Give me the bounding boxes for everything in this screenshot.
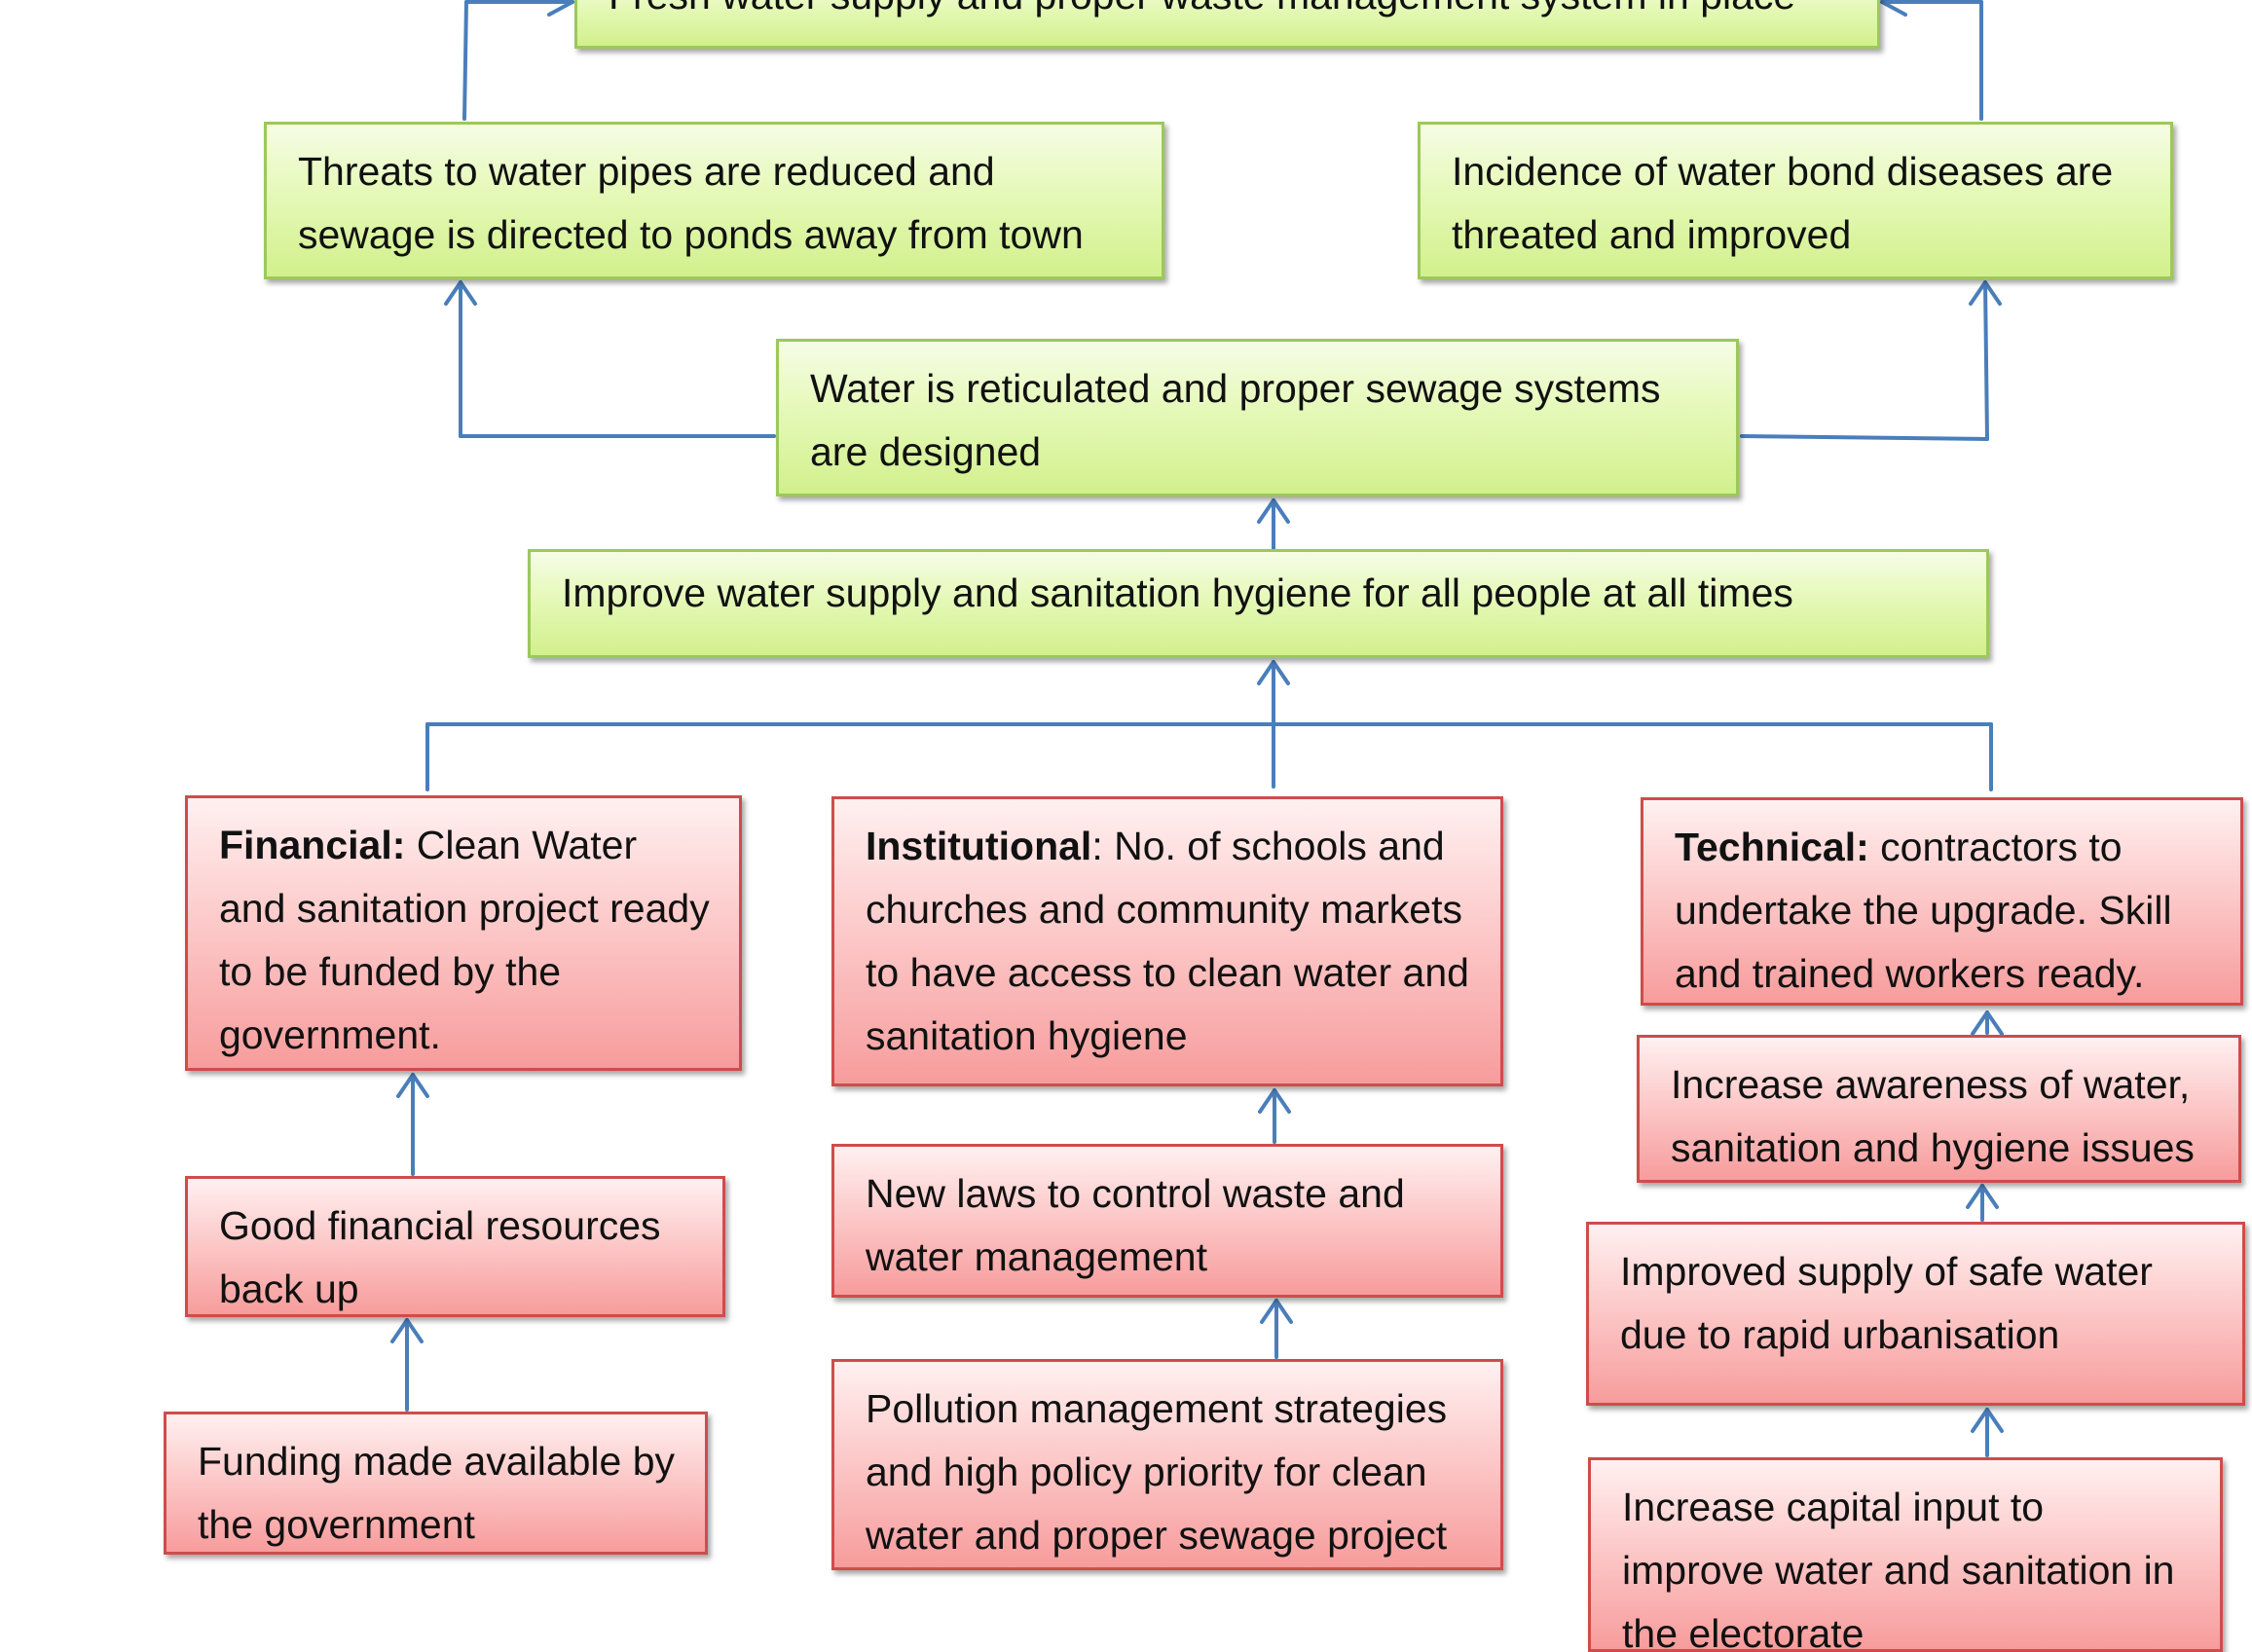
awareness-text: Increase awareness of water, sanitation … — [1671, 1062, 2195, 1170]
financial-box: Financial: Clean Water and sanitation pr… — [185, 795, 742, 1071]
capital-input-text: Increase capital input to improve water … — [1622, 1485, 2175, 1652]
arrowhead-institutional-2 — [1260, 1299, 1293, 1324]
connector-output-right-horizontal — [1740, 434, 1989, 441]
output-box: Water is reticulated and proper sewage s… — [776, 339, 1739, 496]
arrowhead-goal-right — [1880, 0, 1907, 17]
technical-label: Technical: — [1675, 825, 1869, 869]
connector-outcome-left-up — [462, 0, 468, 121]
financial-resources-text: Good financial resources back up — [219, 1203, 661, 1311]
output-text: Water is reticulated and proper sewage s… — [810, 366, 1661, 474]
new-laws-text: New laws to control waste and water mana… — [866, 1171, 1405, 1279]
safe-water-text: Improved supply of safe water due to rap… — [1620, 1249, 2153, 1357]
institutional-label: Institutional — [866, 824, 1092, 868]
funding-available-box: Funding made available by the government — [164, 1412, 708, 1555]
technical-box: Technical: contractors to undertake the … — [1641, 797, 2243, 1006]
goal-text: Fresh water supply and proper waste mana… — [609, 0, 1795, 18]
pollution-management-text: Pollution management strategies and high… — [866, 1386, 1448, 1558]
arrowhead-output — [1257, 498, 1290, 524]
arrowhead-outcome-left — [444, 280, 477, 306]
pollution-management-box: Pollution management strategies and high… — [831, 1359, 1503, 1570]
arrowhead-financial-2 — [390, 1318, 424, 1343]
new-laws-box: New laws to control waste and water mana… — [831, 1144, 1503, 1298]
outcome-right-box: Incidence of water bond diseases are thr… — [1418, 122, 2173, 279]
institutional-box: Institutional: No. of schools and church… — [831, 796, 1503, 1086]
safe-water-box: Improved supply of safe water due to rap… — [1586, 1222, 2245, 1406]
arrowhead-technical-2 — [1966, 1184, 1999, 1209]
goal-box: Fresh water supply and proper waste mana… — [574, 0, 1880, 49]
arrowhead-technical-1 — [1971, 1010, 2004, 1036]
outcome-left-text: Threats to water pipes are reduced and s… — [298, 149, 1084, 257]
arrowhead-goal-left — [547, 0, 574, 17]
arrowhead-technical-3 — [1971, 1408, 2004, 1433]
outcome-left-box: Threats to water pipes are reduced and s… — [264, 122, 1164, 279]
connector-output-right-up — [1983, 280, 1989, 441]
capital-input-box: Increase capital input to improve water … — [1588, 1457, 2223, 1652]
financial-text: Clean Water and sanitation project ready… — [219, 823, 710, 1057]
purpose-text: Improve water supply and sanitation hygi… — [562, 570, 1793, 615]
funding-available-text: Funding made available by the government — [198, 1439, 676, 1547]
arrowhead-outcome-right — [1969, 280, 2002, 306]
arrowhead-financial-1 — [396, 1073, 429, 1098]
outcome-right-text: Incidence of water bond diseases are thr… — [1452, 149, 2114, 257]
purpose-box: Improve water supply and sanitation hygi… — [528, 549, 1989, 658]
awareness-box: Increase awareness of water, sanitation … — [1637, 1035, 2241, 1183]
arrowhead-purpose — [1257, 660, 1290, 685]
technical-text: contractors to undertake the upgrade. Sk… — [1675, 825, 2172, 996]
institutional-text: : No. of schools and churches and commun… — [866, 824, 1469, 1058]
financial-resources-box: Good financial resources back up — [185, 1176, 725, 1317]
financial-label: Financial: — [219, 823, 406, 867]
arrowhead-institutional-1 — [1258, 1088, 1291, 1114]
